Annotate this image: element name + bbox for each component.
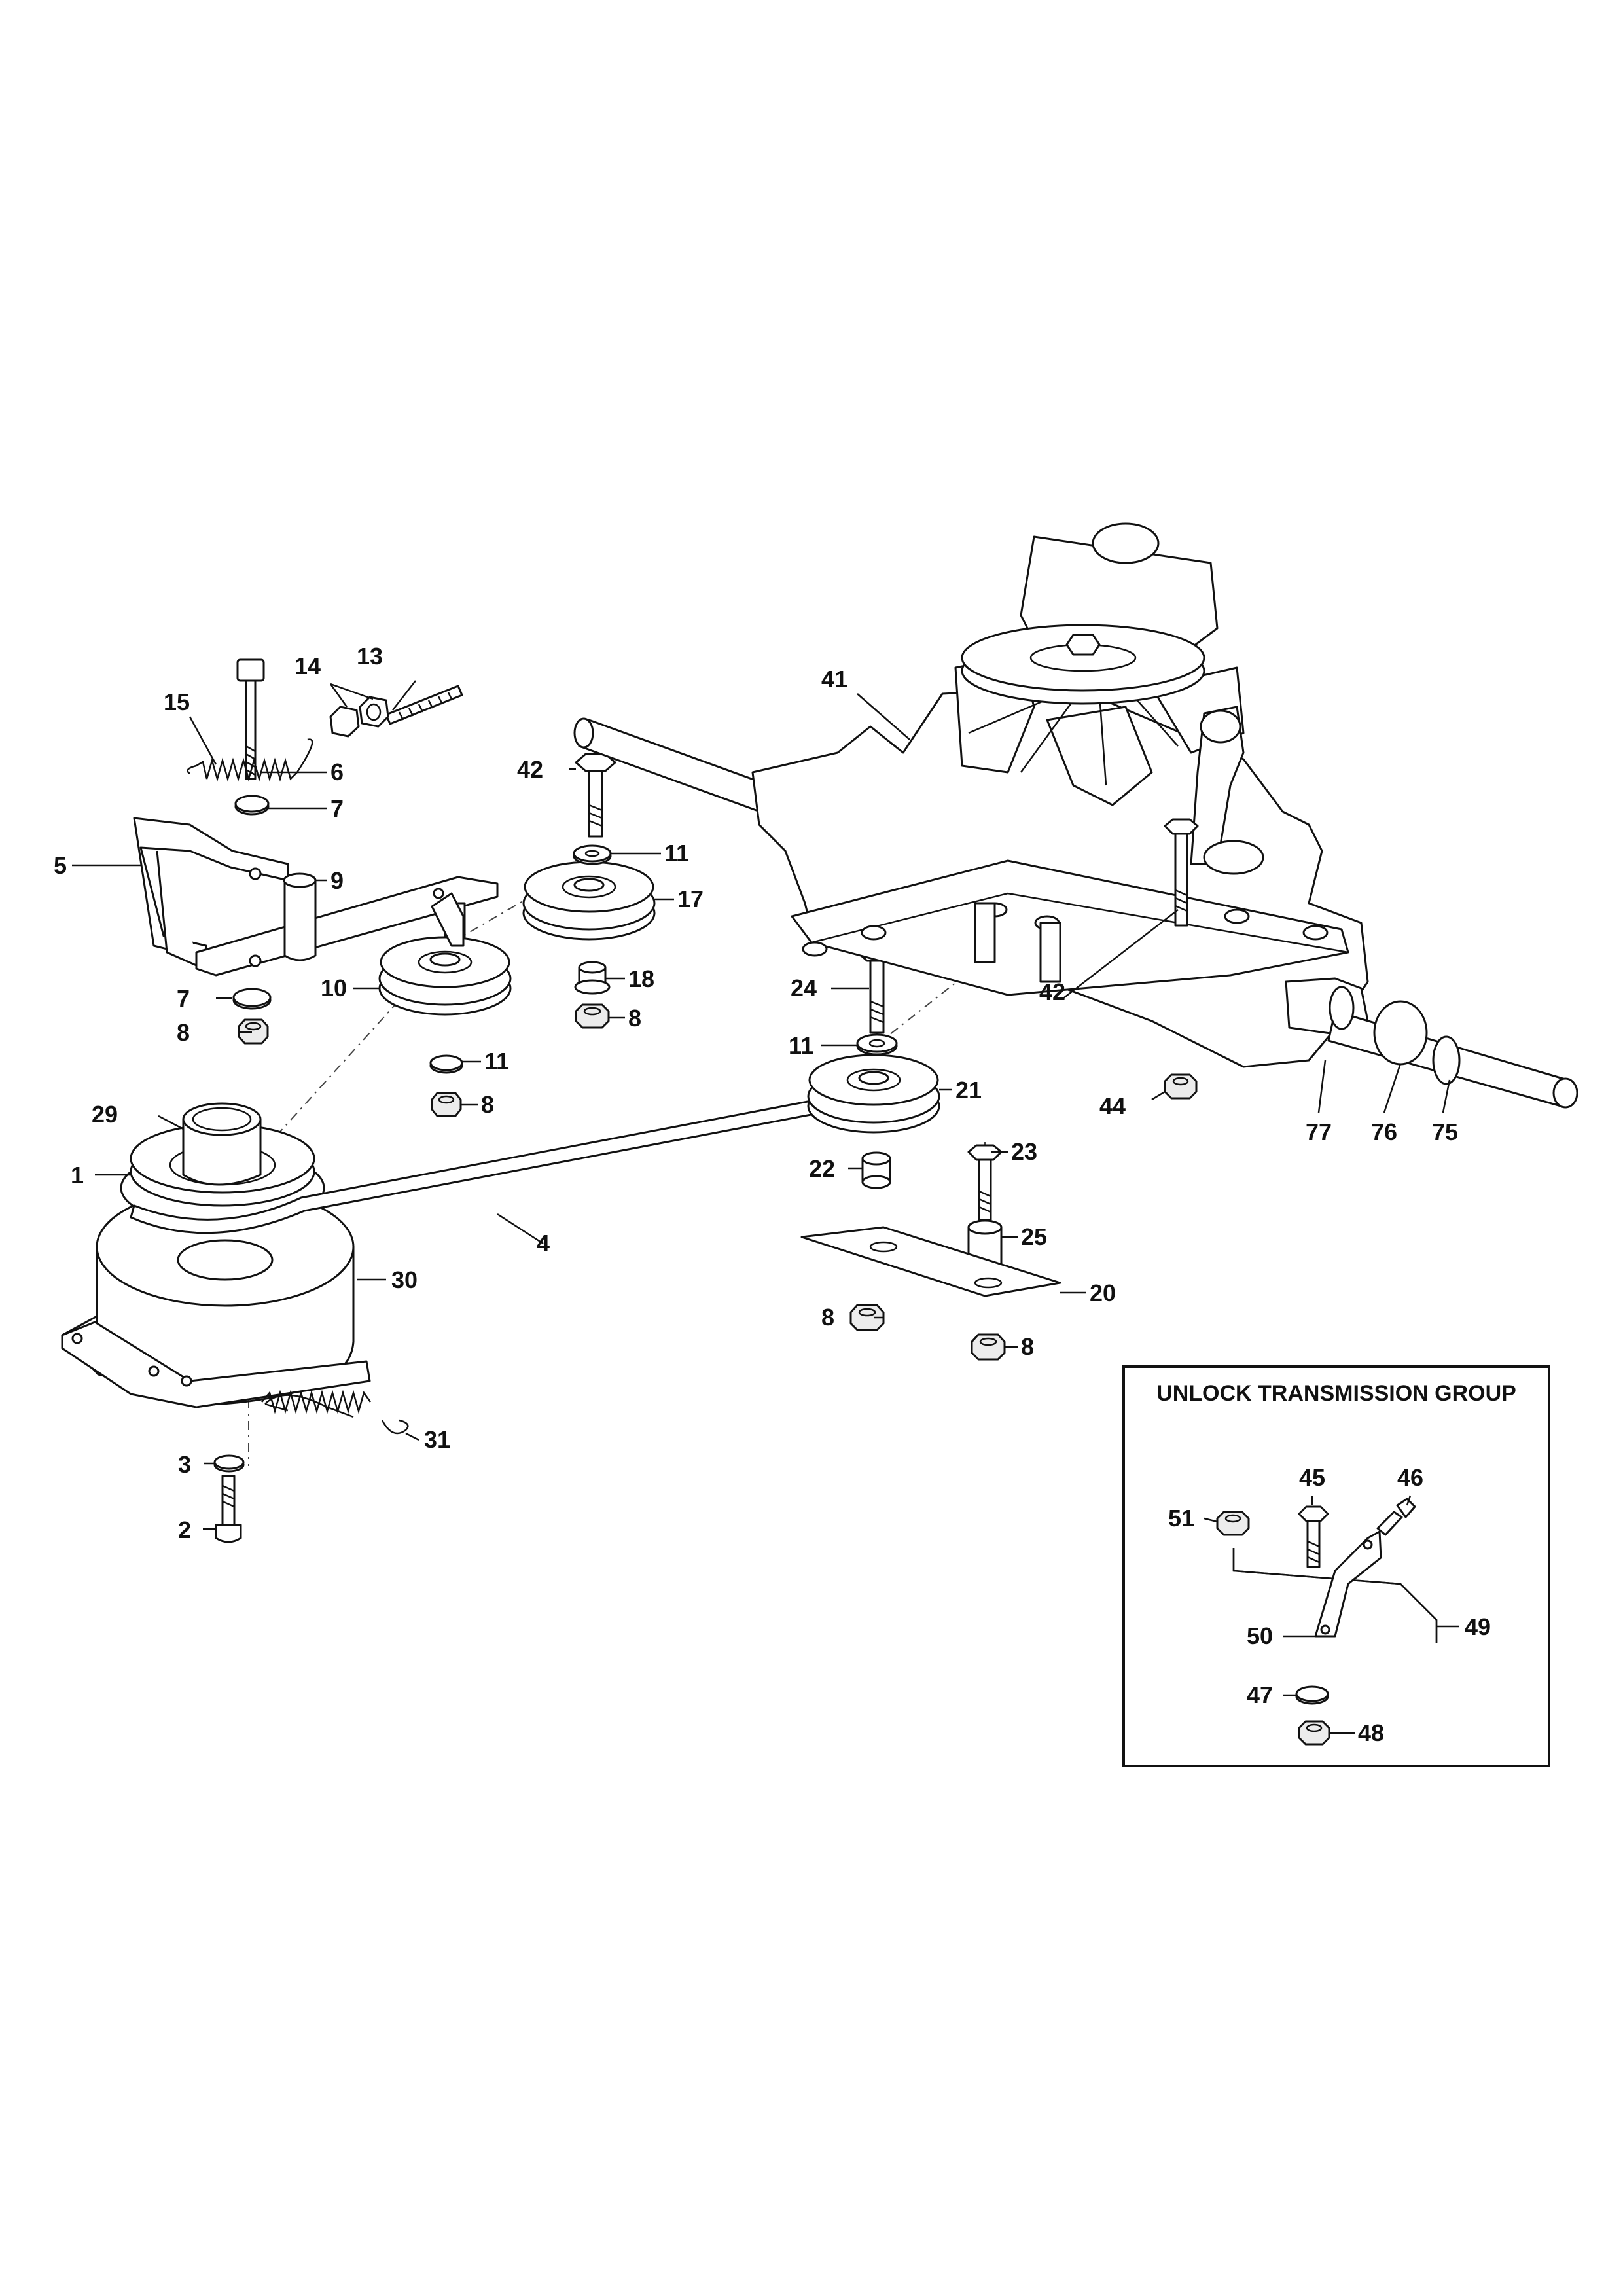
callout-51: 51 bbox=[1168, 1505, 1194, 1532]
washer-11-right bbox=[856, 1033, 898, 1056]
callout-9: 9 bbox=[330, 867, 344, 894]
bolt-23 bbox=[967, 1144, 1003, 1221]
callout-49: 49 bbox=[1465, 1613, 1491, 1640]
hydrostatic-transmission bbox=[573, 522, 1578, 1109]
callout-7a: 7 bbox=[330, 795, 344, 822]
callout-50: 50 bbox=[1247, 1623, 1273, 1649]
nut-44 bbox=[1164, 1073, 1198, 1100]
callout-47: 47 bbox=[1247, 1681, 1273, 1708]
callout-45: 45 bbox=[1299, 1464, 1325, 1491]
idler-pulley-left bbox=[378, 892, 512, 1016]
callout-11a: 11 bbox=[664, 840, 689, 867]
adjuster-nuts bbox=[329, 696, 389, 738]
callout-8a: 8 bbox=[177, 1019, 190, 1046]
spacer-22 bbox=[861, 1151, 891, 1189]
callout-4: 4 bbox=[537, 1230, 550, 1257]
callout-20: 20 bbox=[1090, 1280, 1116, 1306]
callout-17: 17 bbox=[677, 886, 704, 912]
callout-42a: 42 bbox=[517, 756, 543, 783]
spacer-washer bbox=[234, 795, 270, 816]
callout-41: 41 bbox=[821, 666, 847, 692]
callout-44: 44 bbox=[1099, 1092, 1126, 1119]
callout-1: 1 bbox=[71, 1162, 84, 1189]
adjuster-rod bbox=[385, 685, 463, 725]
pulley-hub bbox=[182, 1102, 262, 1186]
callout-22: 22 bbox=[809, 1155, 835, 1182]
nut-8-d bbox=[849, 1304, 885, 1331]
nut-8-b bbox=[575, 1003, 610, 1029]
pivot-tube bbox=[283, 872, 317, 961]
callout-24: 24 bbox=[791, 975, 817, 1001]
unlock-transmission-inset: UNLOCK TRANSMISSION GROUP bbox=[1122, 1365, 1550, 1767]
inset-title: UNLOCK TRANSMISSION GROUP bbox=[1156, 1381, 1516, 1406]
callout-23: 23 bbox=[1011, 1138, 1037, 1165]
callout-15: 15 bbox=[164, 689, 190, 715]
callout-18: 18 bbox=[628, 965, 654, 992]
callout-14: 14 bbox=[294, 653, 321, 679]
callout-7b: 7 bbox=[177, 985, 190, 1012]
idler-pulley-right bbox=[807, 1054, 940, 1134]
spacer-18 bbox=[574, 961, 611, 995]
washer-7-low bbox=[232, 988, 272, 1010]
idler-pulley-center bbox=[522, 861, 656, 941]
leader-lines bbox=[72, 680, 1459, 1734]
callout-10: 10 bbox=[321, 975, 347, 1001]
washer-11-mid bbox=[429, 1054, 463, 1074]
nut-8-a bbox=[238, 1018, 269, 1045]
mounting-plate-20 bbox=[800, 1226, 1061, 1297]
callout-77: 77 bbox=[1306, 1119, 1332, 1145]
callout-11b: 11 bbox=[484, 1048, 509, 1075]
callout-5: 5 bbox=[54, 852, 67, 879]
washer-3 bbox=[213, 1454, 245, 1473]
tension-spring bbox=[187, 738, 313, 782]
callout-8c: 8 bbox=[481, 1091, 494, 1118]
nut-8-e bbox=[971, 1333, 1006, 1361]
callout-8b: 8 bbox=[628, 1005, 641, 1031]
nut-8-c bbox=[431, 1092, 462, 1117]
callout-46: 46 bbox=[1397, 1464, 1423, 1491]
callout-76: 76 bbox=[1371, 1119, 1397, 1145]
bolt-2 bbox=[215, 1475, 242, 1543]
callout-2: 2 bbox=[178, 1516, 191, 1543]
callout-8d: 8 bbox=[821, 1304, 834, 1331]
callout-13: 13 bbox=[357, 643, 383, 670]
callout-21: 21 bbox=[955, 1077, 982, 1103]
callout-3: 3 bbox=[178, 1451, 191, 1478]
callout-29: 29 bbox=[92, 1101, 118, 1128]
callout-30: 30 bbox=[391, 1266, 418, 1293]
callout-31: 31 bbox=[424, 1426, 450, 1453]
callout-8e: 8 bbox=[1021, 1333, 1034, 1360]
bolt-42-right bbox=[1164, 818, 1199, 927]
callout-labels: 1 2 3 4 5 6 7 7 8 8 8 8 8 9 10 11 11 11 … bbox=[54, 643, 1491, 1746]
callout-11c: 11 bbox=[789, 1032, 813, 1059]
callout-25: 25 bbox=[1021, 1223, 1047, 1250]
bolt-42-left bbox=[575, 753, 616, 838]
tensioner-bolt bbox=[236, 658, 265, 780]
callout-75: 75 bbox=[1432, 1119, 1458, 1145]
callout-42b: 42 bbox=[1039, 978, 1065, 1005]
callout-48: 48 bbox=[1358, 1719, 1384, 1746]
callout-6: 6 bbox=[330, 759, 344, 785]
washer-11-top bbox=[573, 844, 612, 865]
idler-arm bbox=[133, 817, 499, 977]
